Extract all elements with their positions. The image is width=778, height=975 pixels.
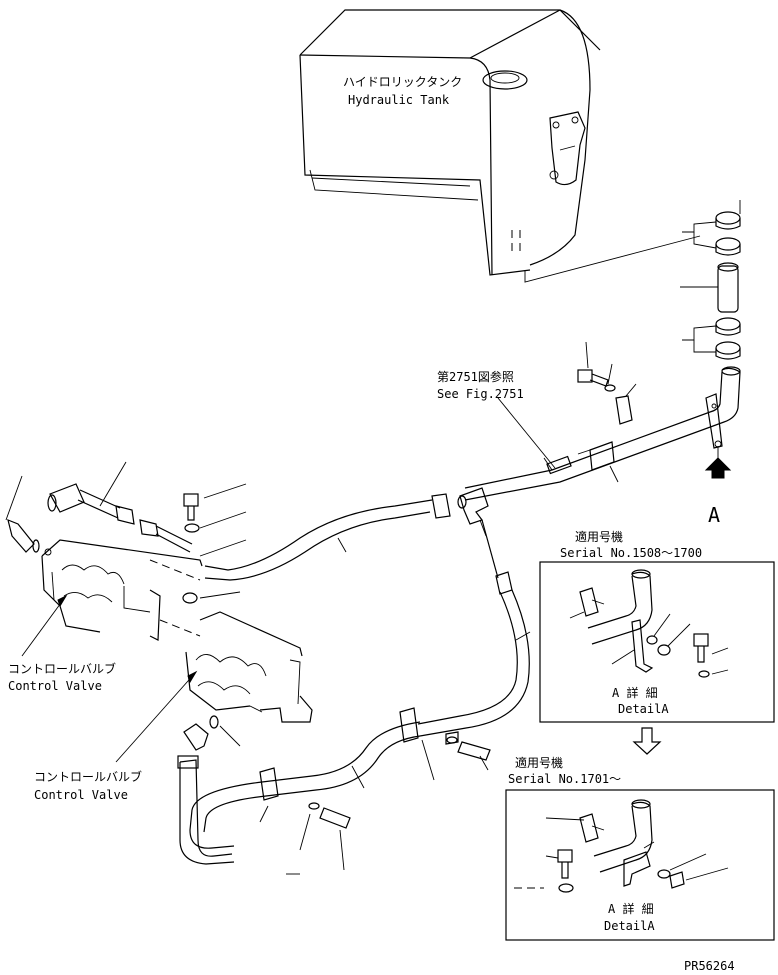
- control-valve-arrow-upper: [57, 594, 68, 608]
- lower-return-hose: [417, 519, 531, 737]
- detail-2-applicable-label: 適用号機: [515, 755, 563, 770]
- hydraulic-tank-label-jp: ハイドロリックタンク: [343, 75, 462, 89]
- lower-bolts: [286, 731, 491, 875]
- control-valve-lower: [185, 611, 313, 723]
- control-valve-lower-label-jp: コントロールバルブ: [34, 769, 142, 784]
- detail-2-serial-label: Serial No.1701～: [508, 772, 621, 786]
- drawing-number: PR56264: [684, 959, 735, 973]
- detail-1-title-en: DetailA: [618, 702, 669, 716]
- bracket-hardware: [543, 341, 637, 475]
- see-fig-label-en: See Fig.2751: [437, 387, 524, 401]
- detail-box-1: [539, 561, 775, 723]
- lower-tube: [177, 707, 435, 865]
- detail-1-serial-label: Serial No.1508～1700: [560, 546, 702, 560]
- detail-1-applicable-label: 適用号機: [575, 529, 623, 544]
- tee-fitting: [457, 487, 489, 537]
- view-arrow-letter: A: [708, 503, 720, 527]
- hydraulic-tank-label-en: Hydraulic Tank: [348, 93, 450, 107]
- suction-hose-assembly: [680, 200, 741, 360]
- hydraulic-tank: [299, 9, 701, 283]
- view-arrow-a: [704, 446, 732, 479]
- detail-2-title-jp: A 詳 細: [608, 901, 654, 916]
- detail-transition-arrow: [632, 727, 662, 755]
- mounting-bolts: [139, 483, 247, 604]
- control-valve-leader-upper: [21, 595, 67, 657]
- suction-pipe: [464, 366, 741, 501]
- see-fig-leader: [497, 397, 556, 469]
- detail-1-title-jp: A 詳 細: [612, 685, 658, 700]
- control-valve-upper: [41, 539, 203, 641]
- control-valve-arrow-lower: [187, 670, 198, 684]
- control-valve-leader-lower: [115, 671, 197, 763]
- elbow-fitting: [183, 715, 241, 751]
- see-fig-label-jp: 第2751図参照: [437, 369, 514, 384]
- upper-return-hose: [204, 493, 451, 581]
- control-valve-upper-label-en: Control Valve: [8, 679, 102, 693]
- control-valve-lower-label-en: Control Valve: [34, 788, 128, 802]
- control-valve-upper-label-jp: コントロールバルブ: [8, 661, 116, 676]
- detail-box-2: [505, 789, 775, 941]
- upper-left-tube: [5, 461, 135, 556]
- detail-2-title-en: DetailA: [604, 919, 655, 933]
